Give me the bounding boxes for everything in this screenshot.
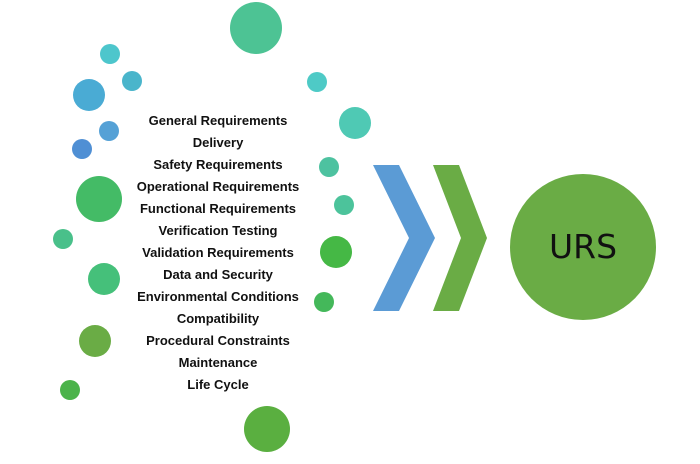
- bubble-circle: [319, 157, 339, 177]
- bubble-circle: [79, 325, 111, 357]
- requirement-item: Safety Requirements: [153, 157, 283, 172]
- bubble-circle: [244, 406, 290, 452]
- requirement-item: Validation Requirements: [142, 245, 294, 260]
- bubble-circle: [99, 121, 119, 141]
- requirement-item: Environmental Conditions: [137, 289, 299, 304]
- bubble-circle: [88, 263, 120, 295]
- urs-label: URS: [548, 227, 618, 266]
- bubble-circle: [230, 2, 282, 54]
- bubble-circle: [73, 79, 105, 111]
- bubble-circle: [307, 72, 327, 92]
- requirement-item: Compatibility: [176, 311, 260, 326]
- bubble-circle: [334, 195, 354, 215]
- requirement-item: Operational Requirements: [136, 179, 300, 194]
- decorative-bubbles: [53, 2, 371, 452]
- chevron-arrow-green: [433, 165, 487, 311]
- requirement-item: Verification Testing: [158, 223, 278, 238]
- requirement-item: Functional Requirements: [139, 201, 297, 216]
- bubble-circle: [76, 176, 122, 222]
- chevron-arrow-blue: [373, 165, 435, 311]
- requirement-item: Delivery: [192, 135, 244, 150]
- bubble-circle: [53, 229, 73, 249]
- requirement-item: Life Cycle: [187, 377, 249, 392]
- bubble-circle: [122, 71, 142, 91]
- bubble-circle: [339, 107, 371, 139]
- requirement-item: General Requirements: [148, 113, 288, 128]
- requirement-item: Procedural Constraints: [146, 333, 290, 348]
- bubble-circle: [60, 380, 80, 400]
- requirements-list: General Requirements Delivery Safety Req…: [118, 110, 318, 396]
- urs-circle: [510, 174, 656, 320]
- bubble-circle: [314, 292, 334, 312]
- requirement-item: Maintenance: [178, 355, 258, 370]
- requirement-item: Data and Security: [163, 267, 273, 282]
- bubble-circle: [72, 139, 92, 159]
- bubble-circle: [320, 236, 352, 268]
- bubble-circle: [100, 44, 120, 64]
